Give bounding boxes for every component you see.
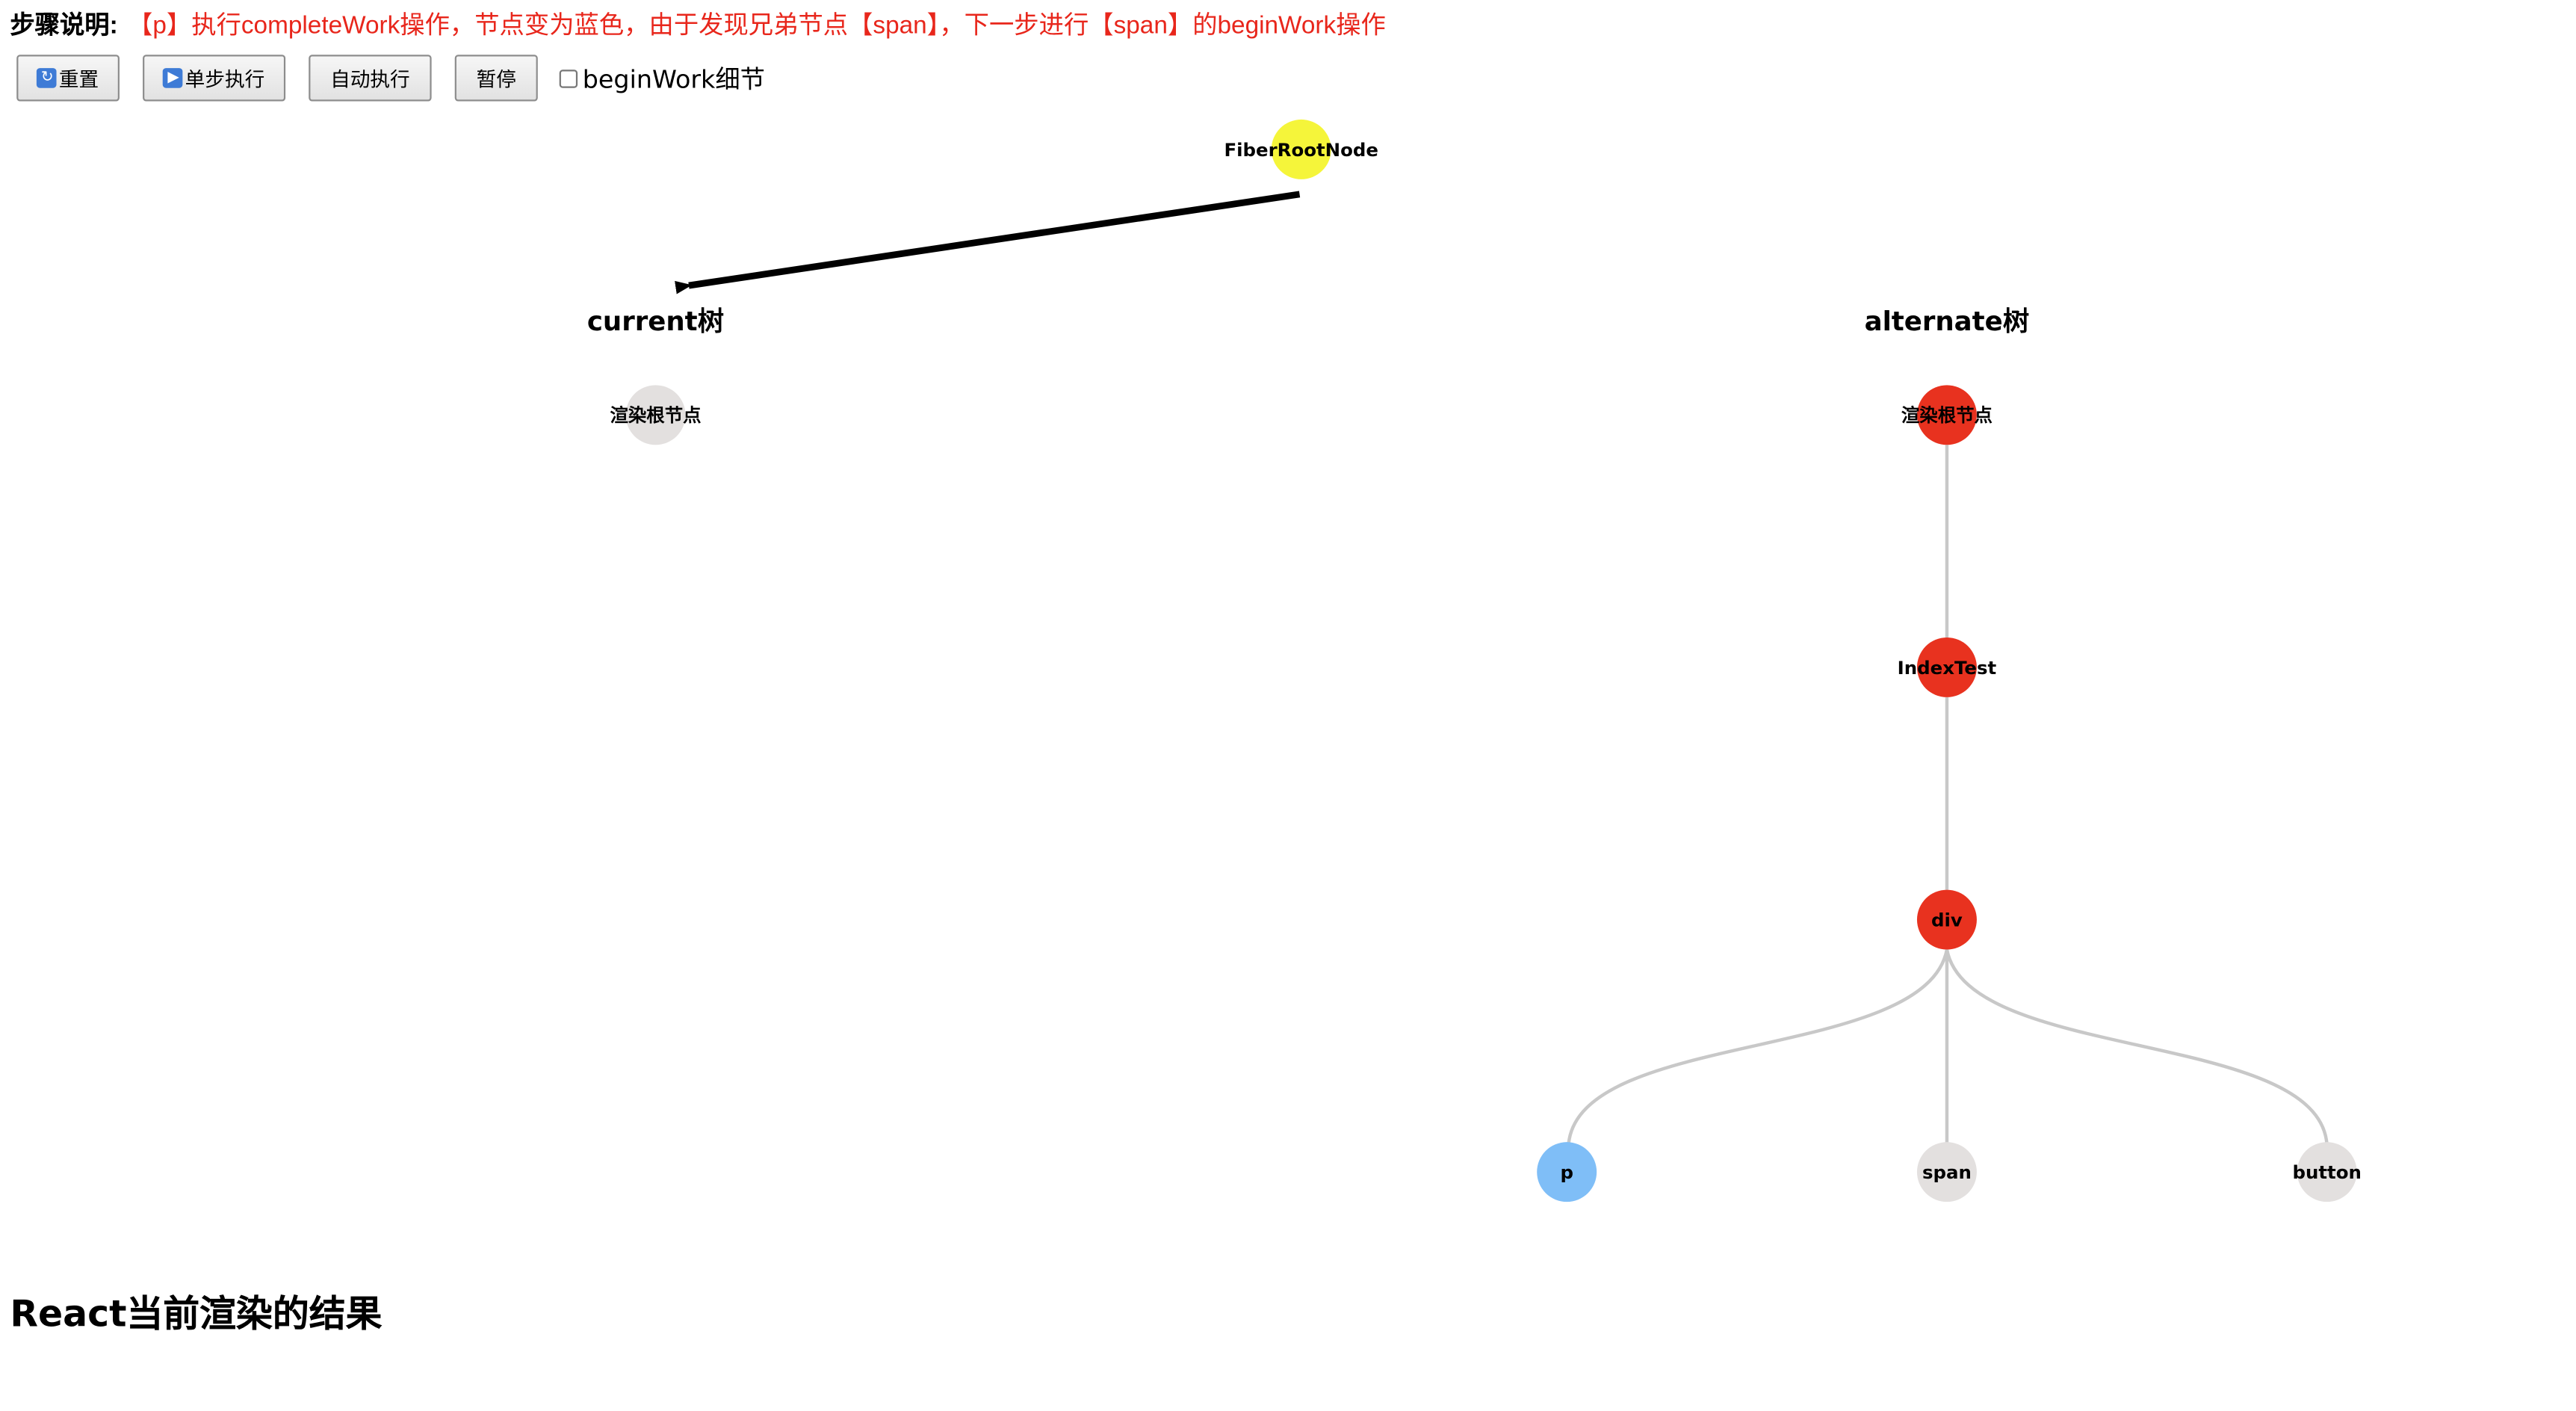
alternate-node-label: 渲染根节点: [1901, 404, 1993, 426]
alternate-node-circle: [1537, 1142, 1597, 1202]
fiber-root-node-label: FiberRootNode: [1224, 139, 1378, 161]
current-node-label: 渲染根节点: [610, 404, 701, 426]
alternate-node-span[interactable]: span: [1916, 1142, 1977, 1202]
alternate-node-circle: [1916, 385, 1977, 445]
play-icon: ▶: [163, 68, 184, 88]
begin-work-detail-label: beginWork细节: [582, 64, 766, 95]
pause-button[interactable]: 暂停: [454, 55, 538, 102]
begin-work-detail-toggle[interactable]: beginWork细节: [559, 61, 766, 96]
reset-button-label: 重置: [58, 67, 99, 91]
alternate-node-circle: [1916, 889, 1977, 950]
reset-button[interactable]: ↻重置: [16, 55, 120, 102]
alternate-node-label: button: [2292, 1161, 2361, 1183]
current-node-circle: [625, 385, 686, 445]
alternate-tree-links: [1567, 445, 2329, 1146]
step-label: 步骤说明:: [10, 11, 118, 40]
alternate-node-label: span: [1922, 1161, 1972, 1183]
render-result-title: React当前渲染的结果: [10, 1294, 383, 1337]
alternate-node-label: IndexTest: [1898, 657, 1997, 679]
current-tree-node[interactable]: 渲染根节点: [610, 385, 702, 445]
begin-work-detail-checkbox[interactable]: [559, 70, 578, 88]
pause-button-label: 暂停: [476, 67, 516, 91]
step-button-label: 单步执行: [185, 67, 265, 91]
alternate-node-div[interactable]: div: [1916, 889, 1977, 950]
reset-icon: ↻: [37, 68, 58, 88]
auto-run-button-label: 自动执行: [330, 67, 410, 91]
alternate-node-button[interactable]: button: [2292, 1142, 2362, 1202]
alternate-node-circle: [1916, 1142, 1977, 1202]
fiber-root-node-circle: [1271, 119, 1331, 179]
step-description: 步骤说明: 【p】执行completeWork操作，节点变为蓝色，由于发现兄弟节点…: [10, 10, 1386, 43]
alternate-node-indextest[interactable]: IndexTest: [1898, 637, 1997, 697]
step-button[interactable]: ▶单步执行: [143, 55, 286, 102]
alternate-node-p[interactable]: p: [1537, 1142, 1597, 1202]
fiber-root-node[interactable]: FiberRootNode: [1224, 119, 1378, 179]
alternate-node-label: div: [1931, 909, 1963, 930]
alternate-node-circle: [2297, 1142, 2357, 1202]
link-div-p: [1567, 949, 1949, 1146]
link-div-button: [1945, 949, 2329, 1146]
current-tree-title: current树: [587, 306, 724, 337]
current-pointer-arrow: [675, 191, 1301, 294]
alternate-tree-title: alternate树: [1865, 306, 2030, 337]
alternate-node-circle: [1916, 637, 1977, 697]
step-text: 【p】执行completeWork操作，节点变为蓝色，由于发现兄弟节点【span…: [128, 11, 1386, 40]
auto-run-button[interactable]: 自动执行: [309, 55, 432, 102]
alternate-node-render-root[interactable]: 渲染根节点: [1901, 385, 1993, 445]
alternate-node-label: p: [1560, 1161, 1573, 1183]
